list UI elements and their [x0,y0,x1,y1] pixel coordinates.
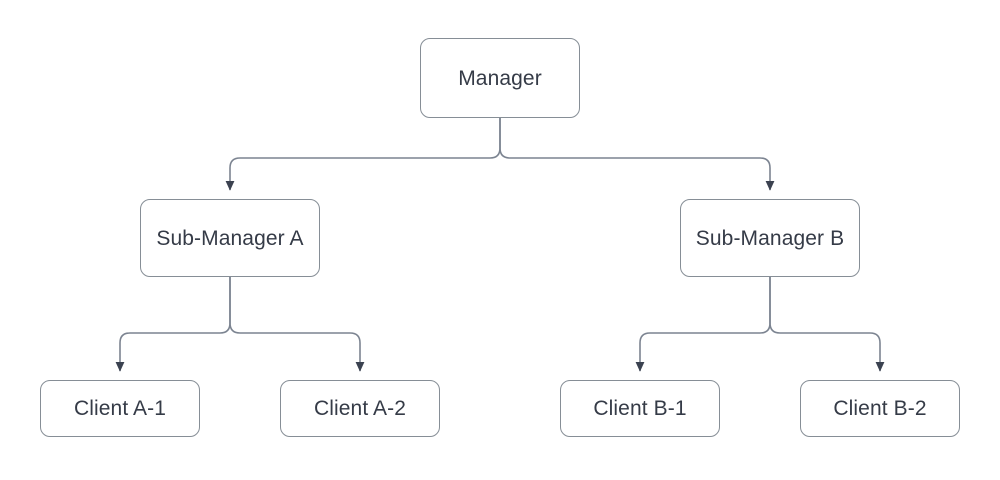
edge-sub-manager-b-to-client-b-2 [769,277,885,372]
node-manager-label: Manager [458,66,542,90]
node-client-a-2-label: Client A-2 [313,397,407,420]
edge-manager-to-sub-manager-a [225,118,501,191]
node-client-b-1-label: Client B-1 [593,397,687,420]
edge-sub-manager-a-to-client-a-2 [229,277,365,372]
edge-sub-manager-a-to-client-a-1 [115,277,231,372]
node-manager[interactable]: Manager [420,38,580,118]
node-client-a-2[interactable]: Client A-2 [280,380,440,437]
node-sub-manager-a[interactable]: Sub-Manager A [140,199,320,277]
node-sub-manager-a-label: Sub-Manager A [156,226,304,250]
node-client-a-1[interactable]: Client A-1 [40,380,200,437]
node-sub-manager-b[interactable]: Sub-Manager B [680,199,860,277]
node-client-b-2[interactable]: Client B-2 [800,380,960,437]
node-client-b-1[interactable]: Client B-1 [560,380,720,437]
edge-sub-manager-b-to-client-b-1 [635,277,771,372]
edge-manager-to-sub-manager-b [499,118,775,191]
node-sub-manager-b-label: Sub-Manager B [695,226,845,250]
node-client-a-1-label: Client A-1 [73,397,167,420]
node-client-b-2-label: Client B-2 [833,397,927,420]
